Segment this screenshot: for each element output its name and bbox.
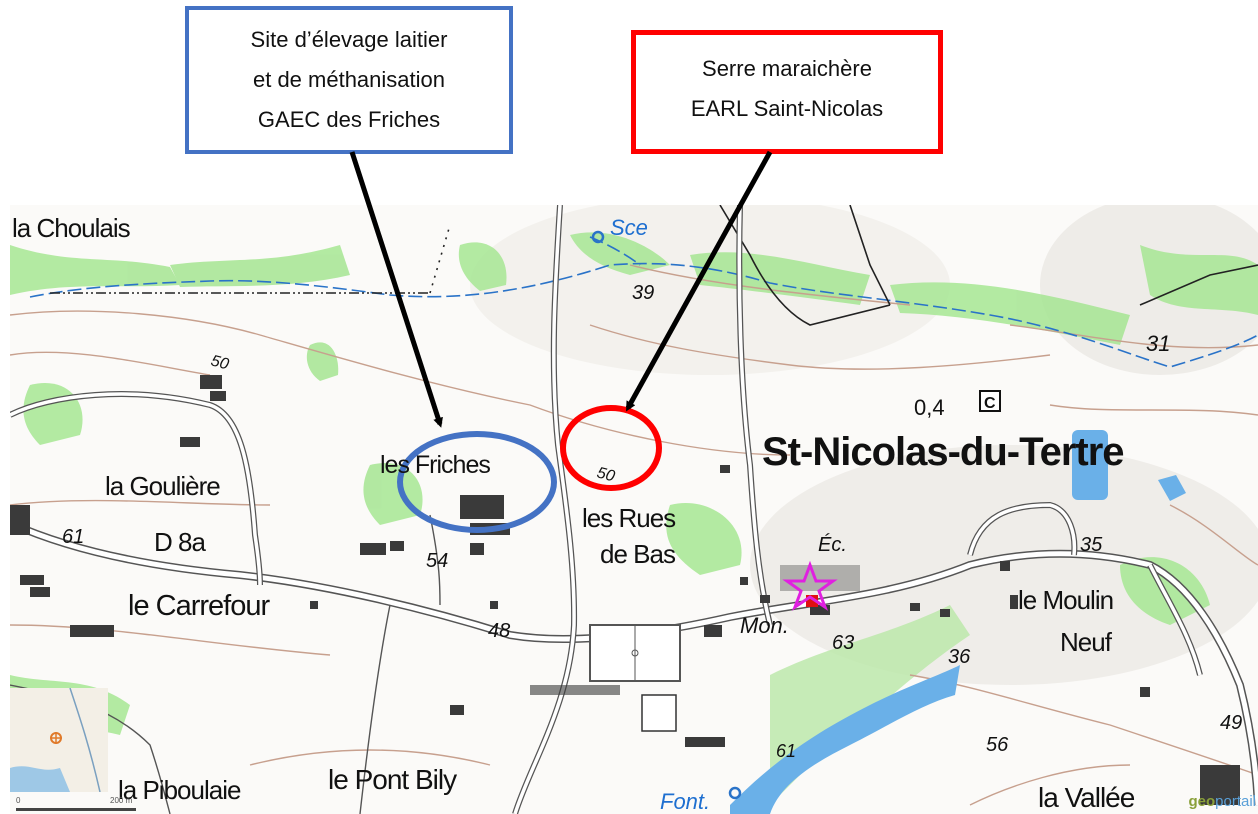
scale-end-label: 200 m xyxy=(110,796,133,805)
place-label-choulais: la Choulais xyxy=(12,213,131,243)
distance-label: 0,4 xyxy=(914,395,945,420)
watermark-suffix: portail xyxy=(1215,793,1256,810)
elevation-label: 56 xyxy=(986,734,1009,756)
topographic-map[interactable]: la Choulais la Goulière les Friches le C… xyxy=(10,205,1258,814)
road-label-d8a: D 8a xyxy=(154,527,206,557)
tag-box xyxy=(979,390,1001,412)
place-label-moulin-line1: le Moulin xyxy=(1018,585,1113,615)
elevation-label: 36 xyxy=(948,646,971,668)
geoportail-watermark: geoportail xyxy=(1188,793,1256,810)
elevation-label: 49 xyxy=(1220,712,1242,734)
elevation-label: 35 xyxy=(1080,534,1103,556)
dairy-site-marker xyxy=(397,431,557,533)
cemetery xyxy=(641,694,677,732)
place-label-friches: les Friches xyxy=(380,451,490,479)
overview-canvas xyxy=(10,688,108,792)
callout-greenhouse-line2: EARL Saint-Nicolas xyxy=(690,96,884,121)
callout-dairy-farm: Site d’élevage laitier et de méthanisati… xyxy=(185,6,513,154)
place-label-gouliere: la Goulière xyxy=(105,471,220,501)
elevation-label: 39 xyxy=(632,282,654,304)
watermark-prefix: geo xyxy=(1188,793,1216,810)
place-label-town: St-Nicolas-du-Tertre xyxy=(762,430,1124,474)
elevation-label: 31 xyxy=(1146,331,1170,356)
place-label-piboulaie: la Piboulaie xyxy=(118,775,241,805)
callout-dairy-line2: et de méthanisation xyxy=(252,67,446,92)
elevation-label: 63 xyxy=(832,632,854,654)
place-label-pont-bily: le Pont Bily xyxy=(328,764,457,795)
place-label-carrefour: le Carrefour xyxy=(128,590,270,622)
contour-elevation-label: 50 xyxy=(209,352,231,373)
place-label-vallee: la Vallée xyxy=(1038,782,1135,813)
river xyxy=(730,665,960,814)
scale-line xyxy=(16,808,136,811)
water-label-source: Sce xyxy=(610,215,648,240)
pond xyxy=(1072,430,1108,500)
overview-minimap[interactable] xyxy=(10,688,108,792)
callout-greenhouse: Serre maraichère EARL Saint-Nicolas xyxy=(631,30,943,154)
callout-dairy-line1: Site d’élevage laitier xyxy=(250,27,448,52)
contour-elevation-label: 50 xyxy=(595,464,617,485)
elevation-label: 61 xyxy=(62,526,84,548)
scale-start-label: 0 xyxy=(16,796,21,805)
callout-dairy-line3: GAEC des Friches xyxy=(257,107,441,132)
buildings xyxy=(10,375,1240,805)
label-ecole: Éc. xyxy=(818,533,847,556)
callout-greenhouse-line1: Serre maraichère xyxy=(702,56,872,81)
elevation-label: 48 xyxy=(488,620,510,642)
place-label-rues-line2: de Bas xyxy=(600,539,676,569)
village-star-marker xyxy=(782,560,838,611)
small-pond xyxy=(1158,475,1186,501)
water-label-fontaine: Font. xyxy=(660,789,710,814)
scale-bar: 0 200 m xyxy=(10,796,140,814)
place-label-moulin-line2: Neuf xyxy=(1060,627,1113,657)
greenhouse-site-marker xyxy=(560,405,662,491)
fountain-icon xyxy=(728,786,742,800)
elevation-label: 61 xyxy=(776,741,796,761)
place-label-rues-line1: les Rues xyxy=(582,503,676,533)
elevation-label: 54 xyxy=(426,550,448,572)
map-canvas: la Choulais la Goulière les Friches le C… xyxy=(10,205,1258,814)
tag-label: C xyxy=(984,395,996,412)
spring-icon xyxy=(591,230,605,244)
label-monument: Mon. xyxy=(740,613,789,638)
